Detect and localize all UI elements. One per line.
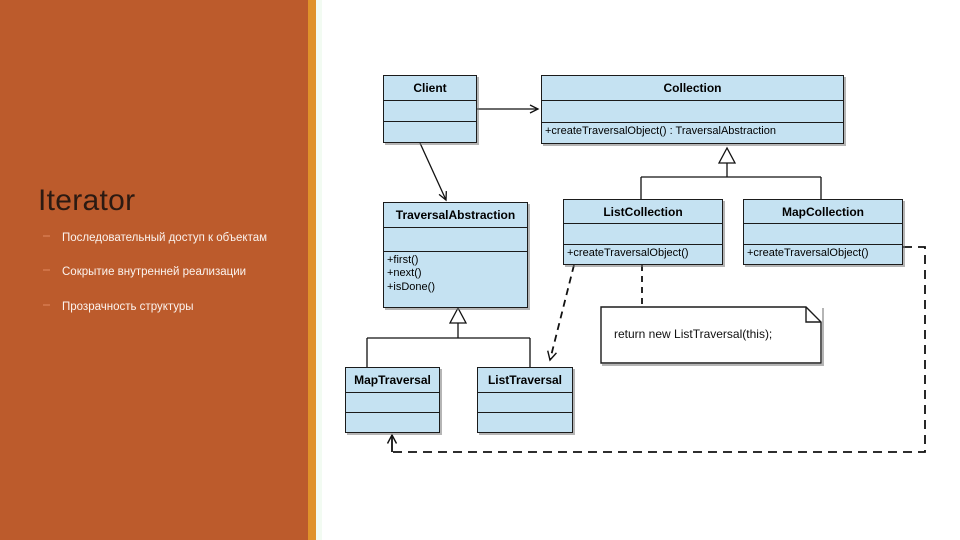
operation-row: +first() (387, 254, 419, 266)
class-name-listtraversal: ListTraversal (487, 373, 563, 387)
class-name-client: Client (413, 81, 447, 95)
class-operations-listcollection: +createTraversalObject() (564, 244, 722, 265)
left-orange-panel (0, 0, 308, 540)
class-operations-maptraversal (346, 412, 439, 432)
page-title: Iterator (38, 184, 136, 217)
class-name-mapcollection: MapCollection (781, 205, 864, 219)
panel-gap (316, 0, 322, 540)
connector-layer (366, 104, 926, 453)
class-attributes-listcollection (564, 223, 722, 244)
class-box-collection[interactable]: Collection +createTraversalObject() : Tr… (541, 75, 844, 144)
dep-listcollection-listtraversal (547, 264, 575, 362)
uml-class-diagram: Client Collection +createTraversalObject… (322, 0, 960, 540)
class-name-listcollection: ListCollection (603, 205, 683, 219)
operation-row: +createTraversalObject() (747, 247, 869, 259)
list-item: Последовательный доступ к объектам (40, 228, 280, 246)
operation-row: +next() (387, 267, 422, 280)
list-item-label: Сокрытие внутренней реализации (62, 266, 247, 279)
operation-row: +createTraversalObject() (567, 247, 689, 259)
class-box-traversalabstraction[interactable]: TraversalAbstraction +first() +next() +i… (383, 202, 528, 308)
class-box-client[interactable]: Client (383, 75, 477, 143)
class-attributes-client (384, 100, 476, 121)
class-operations-traversalabstraction: +first() +next() +isDone() (384, 251, 527, 306)
operation-row: +createTraversalObject() : TraversalAbst… (545, 125, 776, 137)
class-operations-listtraversal (478, 412, 572, 432)
bullet-list: Последовательный доступ к объектам Сокры… (40, 228, 280, 331)
dash-bullet-icon (43, 269, 50, 272)
dep-client-traversalabstraction (419, 142, 447, 202)
note-text: return new ListTraversal(this); (614, 327, 773, 341)
class-box-listcollection[interactable]: ListCollection +createTraversalObject() (563, 199, 723, 265)
operation-row: +isDone() (387, 280, 435, 293)
generalization-triangle-collection (717, 146, 737, 164)
generalization-triangle-traversal (448, 306, 468, 324)
note-shape (600, 306, 822, 364)
class-operations-collection: +createTraversalObject() : TraversalAbst… (542, 122, 843, 143)
class-box-maptraversal[interactable]: MapTraversal (345, 367, 440, 433)
class-attributes-mapcollection (744, 223, 902, 244)
dash-bullet-icon (43, 303, 50, 306)
class-attributes-traversalabstraction (384, 227, 527, 251)
list-item-label: Последовательный доступ к объектам (62, 232, 268, 244)
class-attributes-maptraversal (346, 392, 439, 412)
list-item-label: Прозрачность структуры (62, 300, 194, 313)
class-box-listtraversal[interactable]: ListTraversal (477, 367, 573, 433)
dep-mapcollection-maptraversal-route (392, 246, 926, 453)
class-operations-mapcollection: +createTraversalObject() (744, 244, 902, 265)
note-box[interactable]: return new ListTraversal(this); (600, 306, 822, 364)
class-attributes-collection (542, 100, 843, 122)
class-operations-client (384, 121, 476, 142)
class-box-mapcollection[interactable]: MapCollection +createTraversalObject() (743, 199, 903, 265)
list-item: Сокрытие внутренней реализации (40, 262, 280, 280)
class-name-maptraversal: MapTraversal (354, 373, 431, 387)
class-name-collection: Collection (663, 81, 722, 95)
dash-bullet-icon (43, 235, 50, 237)
class-name-traversalabstraction: TraversalAbstraction (395, 208, 516, 222)
accent-stripe (308, 0, 316, 540)
list-item: Прозрачность структуры (40, 297, 280, 315)
class-attributes-listtraversal (478, 392, 572, 412)
